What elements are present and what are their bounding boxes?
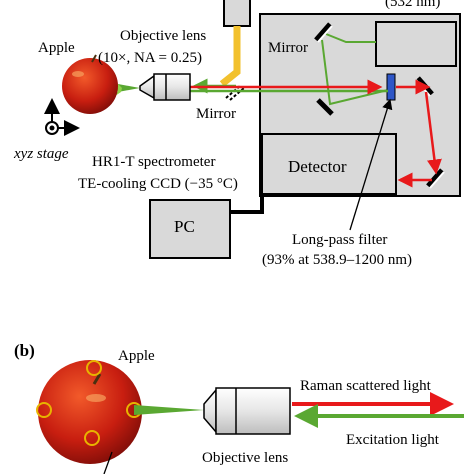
xyz-stage-icon <box>44 98 80 136</box>
wavelength-label: (532 nm) <box>385 0 440 10</box>
spectrometer-label-1: HR1-T spectrometer <box>92 154 215 170</box>
objective-lens-bottom-body <box>215 387 291 435</box>
objective-lens-bottom-label: Objective lens <box>202 450 288 466</box>
filter-label-2: (93% at 538.9–1200 nm) <box>262 252 412 268</box>
excitation-label: Excitation light <box>346 432 440 448</box>
laser-box <box>223 0 251 27</box>
objective-lens-top-tip <box>139 74 155 100</box>
mirror-top-face <box>317 25 333 43</box>
excitation-cone-bottom <box>134 405 204 415</box>
measurement-point-bottom <box>84 430 100 446</box>
apple-bottom-stem <box>92 373 102 385</box>
spectrometer-label-2: TE-cooling CCD (−35 °C) <box>78 176 238 192</box>
mirror-inner-label: Mirror <box>268 40 308 56</box>
apple-bottom <box>38 360 142 464</box>
mirror-outer-label: Mirror <box>196 106 236 122</box>
mirror-bottom-face <box>429 171 445 189</box>
mirror-top <box>314 22 332 42</box>
apple-bottom-highlight <box>86 394 106 402</box>
objective-lens-top-body <box>153 73 191 101</box>
apple-top <box>62 58 118 114</box>
xyz-stage-label: xyz stage <box>13 146 69 162</box>
detector-label: Detector <box>288 157 347 176</box>
pc-cable <box>230 196 264 214</box>
apple-top-stem <box>91 54 97 63</box>
measurement-point-left <box>36 402 52 418</box>
green-beam-cross <box>321 39 389 106</box>
optical-fiber <box>219 26 241 87</box>
objective-spec-label: (10×, NA = 0.25) <box>98 50 202 66</box>
green-beam-internal <box>325 33 376 43</box>
apple-top-label: Apple <box>38 40 75 56</box>
apple-bottom-label: Apple <box>118 348 155 364</box>
inner-component-box <box>375 21 457 67</box>
apple-top-highlight <box>72 71 84 77</box>
pc-label: PC <box>174 217 195 236</box>
filter-pointer <box>349 98 393 231</box>
mirror-mid <box>316 98 334 116</box>
filter-label-1: Long-pass filter <box>292 232 387 248</box>
long-pass-filter <box>386 73 396 101</box>
marker-pointer <box>103 451 113 474</box>
excitation-cone-top <box>118 84 140 92</box>
objective-lens-bottom-tip <box>203 387 217 435</box>
pc-box <box>149 199 231 259</box>
measurement-point-top <box>86 360 102 376</box>
detector-box <box>261 133 397 195</box>
objective-lens-label: Objective lens <box>120 28 206 44</box>
raman-beam-down <box>424 91 442 175</box>
panel-b-label: (b) <box>14 341 35 360</box>
raman-label: Raman scattered light <box>300 378 432 394</box>
